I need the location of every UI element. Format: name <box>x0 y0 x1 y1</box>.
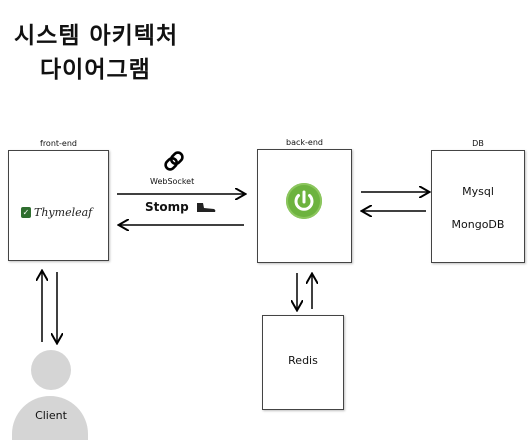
frontend-label: front-end <box>40 139 77 148</box>
db-mongodb: MongoDB <box>451 218 505 231</box>
shoe-icon <box>197 203 216 212</box>
redis-box: Redis <box>262 315 344 410</box>
db-box: Mysql MongoDB <box>431 150 525 263</box>
client-label: Client <box>35 409 67 422</box>
client-avatar-head <box>31 350 71 390</box>
backend-label: back-end <box>286 138 323 147</box>
spring-power-icon <box>286 183 322 219</box>
backend-box <box>257 149 352 263</box>
thymeleaf-logo: ✓ Thymeleaf <box>21 206 92 219</box>
thymeleaf-leaf-icon: ✓ <box>21 207 31 218</box>
websocket-label: WebSocket <box>150 177 195 186</box>
thymeleaf-text: Thymeleaf <box>34 206 93 219</box>
frontend-box: ✓ Thymeleaf <box>8 150 109 261</box>
db-label: DB <box>472 139 484 148</box>
diagram-title-line1: 시스템 아키텍처 <box>14 23 179 49</box>
link-icon <box>164 151 184 171</box>
db-mysql: Mysql <box>462 185 494 198</box>
diagram-title-line2: 다이어그램 <box>40 57 151 83</box>
redis-label: Redis <box>288 354 318 367</box>
stomp-label: Stomp <box>145 200 189 214</box>
